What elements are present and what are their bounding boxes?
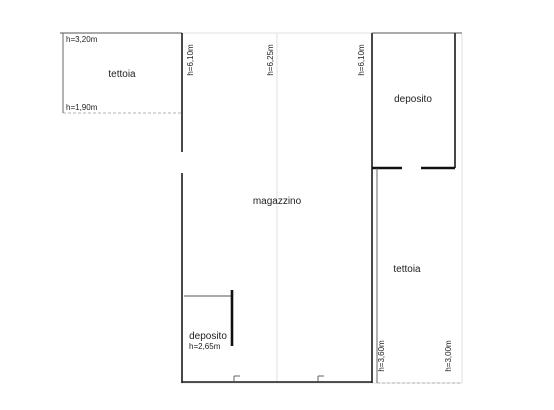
room-label-magazzino: magazzino — [253, 196, 302, 207]
right-block-walls — [372, 32, 462, 384]
tettoia-top-left — [60, 32, 182, 114]
room-label-tettoia-right: tettoia — [393, 264, 421, 275]
height-label-tettoia-right-right: h=3,00m — [444, 340, 453, 372]
room-label-tettoia-top-left: tettoia — [108, 69, 136, 80]
height-label-magazzino-right: h=6,10m — [357, 44, 366, 76]
height-label-tettoia-right-left: h=3,60m — [377, 340, 386, 372]
magazzino-walls — [181, 33, 373, 383]
height-label-deposito-small: h=2,65m — [189, 342, 221, 351]
height-label-top-left-lower: h=1,90m — [66, 103, 98, 112]
deposito-small-walls — [184, 290, 234, 346]
height-label-magazzino-center: h=6,25m — [266, 44, 275, 76]
height-label-top-left-upper: h=3,20m — [66, 35, 98, 44]
room-label-deposito: deposito — [394, 94, 432, 105]
height-label-magazzino-left: h=6,10m — [186, 44, 195, 76]
room-label-deposito-small: deposito — [189, 331, 227, 342]
